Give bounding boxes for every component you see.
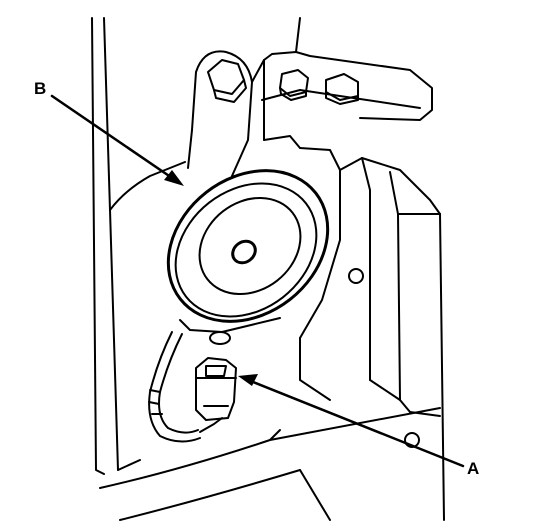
- body-structure: [299, 147, 445, 521]
- bolt-2: [325, 73, 359, 105]
- callout-label-a: A: [467, 459, 480, 478]
- arrow-head-a: [238, 374, 258, 386]
- wire-harness: [148, 331, 223, 443]
- mount-hole: [404, 432, 420, 448]
- callout-label-b: B: [34, 79, 47, 98]
- floor-panel: [99, 407, 441, 521]
- leader-line-a: [246, 378, 465, 468]
- horn-bracket: [187, 50, 301, 177]
- bolt-1: [279, 69, 309, 101]
- horn-connector: [195, 357, 237, 421]
- frame-pillar: [91, 17, 186, 475]
- bracket-bolt: [207, 59, 247, 103]
- horn: [166, 169, 330, 345]
- mount-hole: [348, 268, 364, 284]
- leader-line-b: [50, 94, 180, 184]
- body-panel: [261, 17, 433, 121]
- arrow-head-b: [164, 170, 184, 186]
